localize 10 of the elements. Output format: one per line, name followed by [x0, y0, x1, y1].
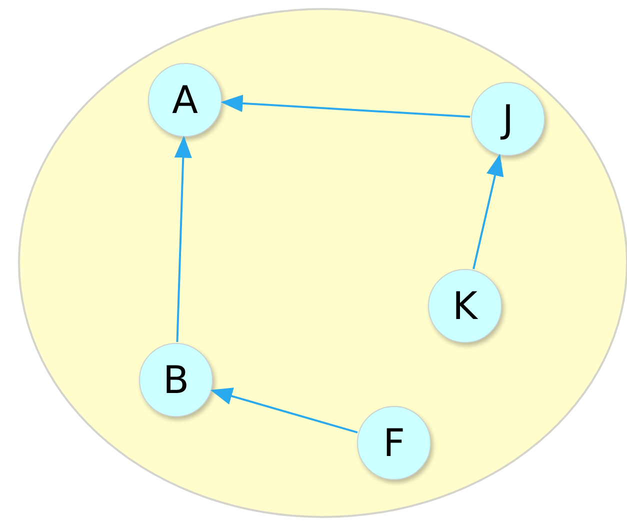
- node-label: K: [452, 287, 478, 325]
- arrow: [210, 388, 358, 434]
- node-label: J: [502, 100, 514, 138]
- arrow: [174, 136, 192, 342]
- node-label: F: [383, 424, 405, 462]
- node-circle: [471, 82, 545, 156]
- arrow: [472, 154, 504, 270]
- node-label: A: [172, 81, 198, 119]
- arrow: [220, 94, 470, 118]
- node-label: B: [162, 361, 190, 399]
